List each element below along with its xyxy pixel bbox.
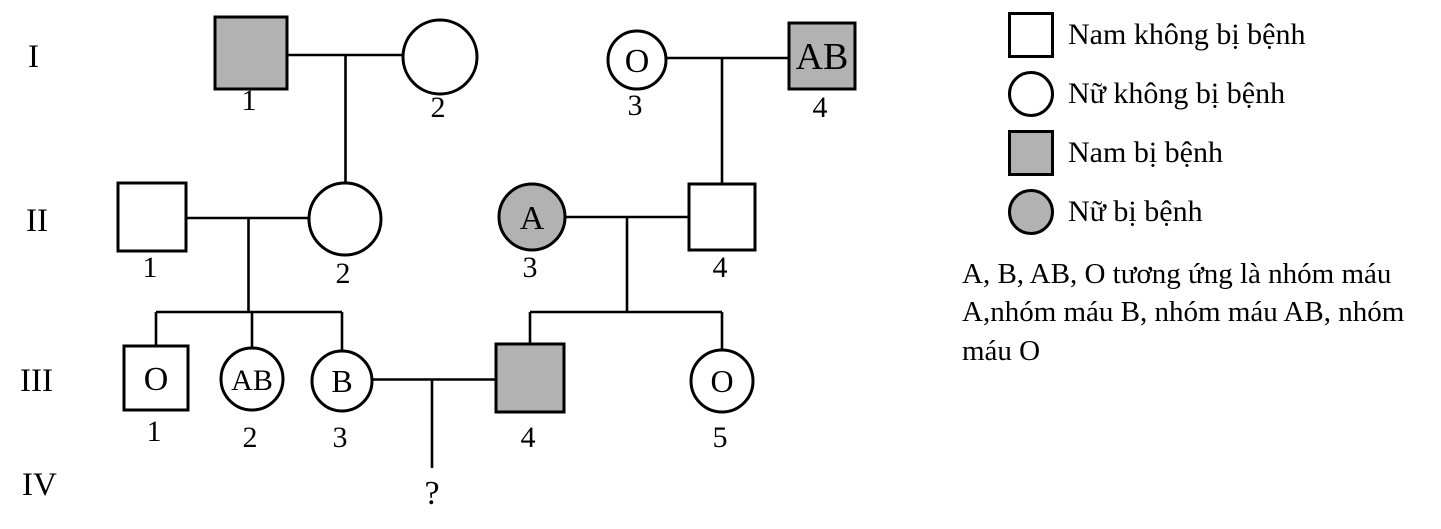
unaffected-female-symbol [689,348,755,414]
legend-item: Nữ bị bệnh [962,189,1438,235]
pedigree-individual-i-2: 2 [401,18,479,124]
blood-type-label: O [144,361,169,398]
individual-number: 2 [336,257,351,290]
individual-number: 3 [333,421,348,454]
pedigree-individual-i-4: AB 4 [787,21,857,124]
unknown-offspring-label: ? [424,475,439,512]
male-unaffected-icon [1008,12,1054,58]
individual-number: 4 [813,91,828,124]
pedigree-individual-i-1: 1 [213,15,289,117]
pedigree-individual-iii-4: 4 [494,342,566,454]
pedigree-individual-ii-3: A3 [497,182,567,284]
pedigree-individual-iv-1: ? [424,475,439,512]
pedigree-individual-iii-1: O1 [122,344,190,448]
blood-type-label: O [625,43,650,80]
unaffected-male-symbol [116,181,188,253]
blood-type-label: A [520,200,545,237]
legend-item: Nam không bị bệnh [962,12,1438,58]
legend-item-label: Nam bị bệnh [1068,136,1223,169]
generation-label: IV [22,467,57,503]
unaffected-male-symbol [122,344,190,412]
legend-item: Nam bị bệnh [962,130,1438,176]
individual-number: 1 [242,84,257,117]
individual-number: 4 [521,421,536,454]
blood-type-label: O [710,363,733,399]
legend-item-label: Nữ bị bệnh [1068,195,1203,228]
male-affected-icon [1008,130,1054,176]
individual-number: 2 [243,421,258,454]
blood-type-label: AB [231,364,273,397]
unaffected-male-symbol [687,182,757,252]
legend-item: Nữ không bị bệnh [962,71,1438,117]
pedigree-individual-ii-1: 1 [116,181,188,284]
pedigree-individual-i-3: O3 [606,29,668,122]
unaffected-female-symbol [307,181,383,257]
female-affected-icon [1008,189,1054,235]
individual-number: 5 [713,421,728,454]
pedigree-individual-ii-4: 4 [687,182,757,284]
pedigree-individual-iii-3: B3 [310,349,374,454]
blood-type-label: B [331,363,352,399]
affected-male-symbol [787,21,857,91]
individual-number: 1 [143,251,158,284]
unaffected-female-symbol [606,29,668,91]
blood-type-note: A, B, AB, O tương ứng là nhóm máu A,nhóm… [962,258,1405,367]
individual-number: 2 [431,91,446,124]
unaffected-female-symbol [310,349,374,413]
generation-label: III [20,363,53,399]
generation-label: II [26,203,48,239]
individual-number: 4 [713,251,728,284]
unaffected-female-symbol [401,18,479,96]
legend-item-label: Nam không bị bệnh [1068,18,1306,51]
pedigree-individual-iii-2: AB 2 [219,346,285,454]
affected-female-symbol [497,182,567,252]
pedigree-individual-iii-5: O5 [689,348,755,454]
individual-number: 1 [147,415,162,448]
generation-label: I [28,39,39,75]
individual-number: 3 [628,89,643,122]
legend-item-label: Nữ không bị bệnh [1068,77,1286,110]
affected-male-symbol [213,15,289,91]
unaffected-female-symbol [219,346,285,412]
individual-number: 3 [523,251,538,284]
blood-type-label: AB [796,36,849,78]
female-unaffected-icon [1008,71,1054,117]
pedigree-individual-ii-2: 2 [307,181,383,290]
affected-male-symbol [494,342,566,414]
